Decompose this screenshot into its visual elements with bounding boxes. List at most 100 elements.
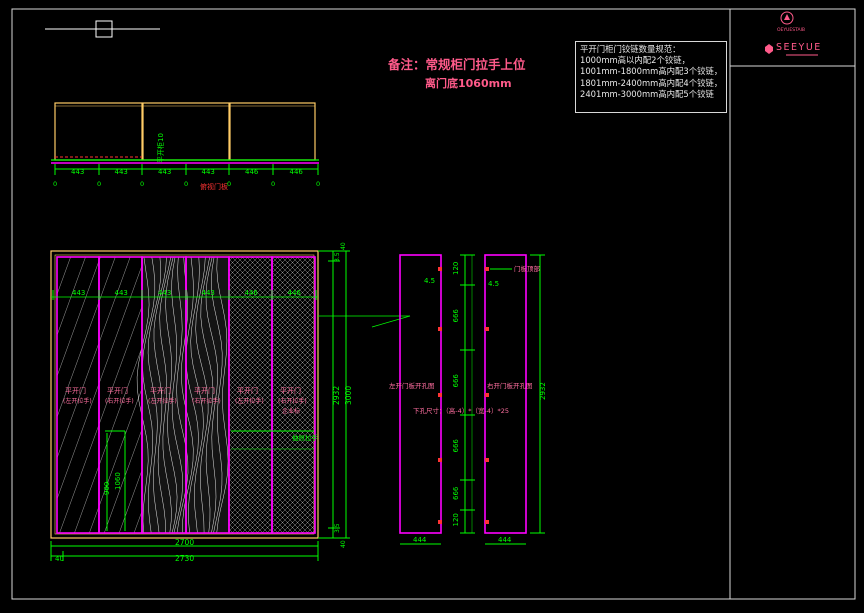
width-outer: 2730 xyxy=(175,554,194,563)
door-label-4: 平开门 xyxy=(237,386,258,395)
top-tick-label: 0 xyxy=(140,180,144,188)
detail-total-h: 2932 xyxy=(539,382,547,400)
front-top-dim-4: 446 xyxy=(245,289,259,297)
height-inner: 2932 xyxy=(332,386,341,405)
detail-width-left: 444 xyxy=(413,536,427,544)
top-dim-4: 446 xyxy=(245,168,259,176)
detail-right-label: 右开门板开孔图 xyxy=(487,381,533,390)
bottom-small: 40 xyxy=(55,555,64,563)
door-label-3: 平开门 xyxy=(194,386,215,395)
door-sub-0: (左开拉手) xyxy=(63,397,92,405)
front-top-dim-2: 443 xyxy=(158,289,171,297)
front-top-dim-5: 446 xyxy=(288,289,302,297)
brand-name: SEEYUE xyxy=(776,42,822,53)
note-line-1: 1000mm高以内配2个铰链， xyxy=(580,55,690,66)
top-tick-label: 0 xyxy=(271,180,275,188)
inner-dim-1060: 1060 xyxy=(114,472,122,490)
detail-dim-5: 120 xyxy=(452,513,460,526)
wood-grain-line xyxy=(216,256,229,534)
top-tick-label: 0 xyxy=(316,180,320,188)
hinge-hole xyxy=(438,327,442,331)
detail-dim-2: 666 xyxy=(452,374,460,388)
wood-grain-line xyxy=(211,256,223,534)
wood-grain-line xyxy=(185,256,199,534)
detail-left-top: 4.5 xyxy=(424,277,435,285)
top-tick-label: 0 xyxy=(53,180,57,188)
door-label-2: 平开门 xyxy=(150,386,171,395)
door-sub-3: (右开拉手) xyxy=(192,397,221,405)
top-tick-label: 0 xyxy=(97,180,101,188)
wood-grain-line xyxy=(159,256,172,534)
hinge-hole xyxy=(485,393,489,397)
top-tick-label: 0 xyxy=(227,180,231,188)
top-dim-5: 446 xyxy=(290,168,304,176)
wood-grain-line xyxy=(165,256,178,534)
hinge-hole xyxy=(438,393,442,397)
top-view-label: 俯视门板 xyxy=(200,182,228,191)
detail-dim-3: 666 xyxy=(452,439,460,453)
hinge-hole xyxy=(485,520,489,524)
wood-grain-line xyxy=(171,256,183,534)
wood-grain-line xyxy=(190,256,204,534)
wood-grain-line xyxy=(136,256,150,534)
detail-width-right: 444 xyxy=(498,536,512,544)
wood-grain-line xyxy=(153,256,167,534)
front-top-dim-0: 443 xyxy=(72,289,85,297)
inner-dim-900: 900 xyxy=(103,482,111,495)
wood-grain-line xyxy=(195,256,209,534)
hinge-hole xyxy=(438,458,442,462)
top-tick-label: 0 xyxy=(184,180,188,188)
note-line-4: 2401mm-3000mm高内配5个铰链 xyxy=(580,88,714,99)
detail-right-top: 4.5 xyxy=(488,280,499,288)
door-label-5: 平开门 xyxy=(280,386,301,395)
door-label-1: 平开门 xyxy=(107,386,128,395)
detail-dim-1: 666 xyxy=(452,309,460,323)
wood-grain-line xyxy=(147,256,162,534)
wood-grain-line xyxy=(142,256,156,534)
remark-line-2: 离门底1060mm xyxy=(425,77,512,90)
bottom-small-a: 3.5 xyxy=(334,523,341,533)
brand-sub: OEYUESTAIB xyxy=(777,28,806,33)
top-dim-3: 443 xyxy=(202,168,215,176)
note-line-2: 1001mm-1800mm高内配3个铰链， xyxy=(580,66,723,77)
door-sub-5: (右开拉手) xyxy=(278,397,307,405)
door-sub-2: (左开拉手) xyxy=(148,397,177,405)
door-5 xyxy=(271,256,316,534)
wood-grain-line xyxy=(181,256,194,534)
hinge-hole xyxy=(485,327,489,331)
hinge-hole xyxy=(485,267,489,271)
remark-line-1: 备注：常规柜门拉手上位 xyxy=(388,57,526,72)
scale-box xyxy=(95,20,113,38)
detail-dim-4: 666 xyxy=(452,486,460,500)
detail-dim-0: 120 xyxy=(452,262,460,275)
door-sub-1: (右开拉手) xyxy=(105,397,134,405)
detail-formula: 下孔尺寸：（高-4）*（宽-4）*25 xyxy=(413,406,509,415)
top-small-a: 3.5 xyxy=(334,252,341,262)
top-dim-0: 443 xyxy=(71,168,84,176)
drawer-label: 抽屉拉手 xyxy=(292,433,319,442)
top-dim-1: 443 xyxy=(115,168,128,176)
note-line-3: 1801mm-2400mm高内配4个铰链， xyxy=(580,77,723,88)
top-small-b: 40 xyxy=(340,242,347,250)
top-dim-2: 443 xyxy=(158,168,171,176)
wood-grain-line xyxy=(200,256,214,534)
hinge-spec-note: 平开门柜门铰链数量规范： 1000mm高以内配2个铰链， 1001mm-1800… xyxy=(575,41,727,113)
drawing-frame xyxy=(11,8,856,600)
bottom-small-b: 40 xyxy=(340,540,347,548)
hinge-hole xyxy=(438,520,442,524)
top-view: 0 0 0 0 0 0 0 443 443 443 443 446 446 平开柜10 俯视门板 xyxy=(51,102,320,191)
front-top-dim-1: 443 xyxy=(115,289,128,297)
hinge-hole xyxy=(438,267,442,271)
height-outer: 3000 xyxy=(344,386,353,405)
door-label-0: 平开门 xyxy=(65,386,86,395)
note-title: 平开门柜门铰链数量规范： xyxy=(580,44,681,54)
door-extra-5: 企业标 xyxy=(282,407,300,415)
hinge-hole xyxy=(485,458,489,462)
width-inner: 2700 xyxy=(175,538,194,547)
top-inner-label: 平开柜10 xyxy=(156,133,165,163)
detail-left-label: 左开门板开孔图 xyxy=(389,381,435,390)
brand-logo-icon xyxy=(765,11,818,56)
